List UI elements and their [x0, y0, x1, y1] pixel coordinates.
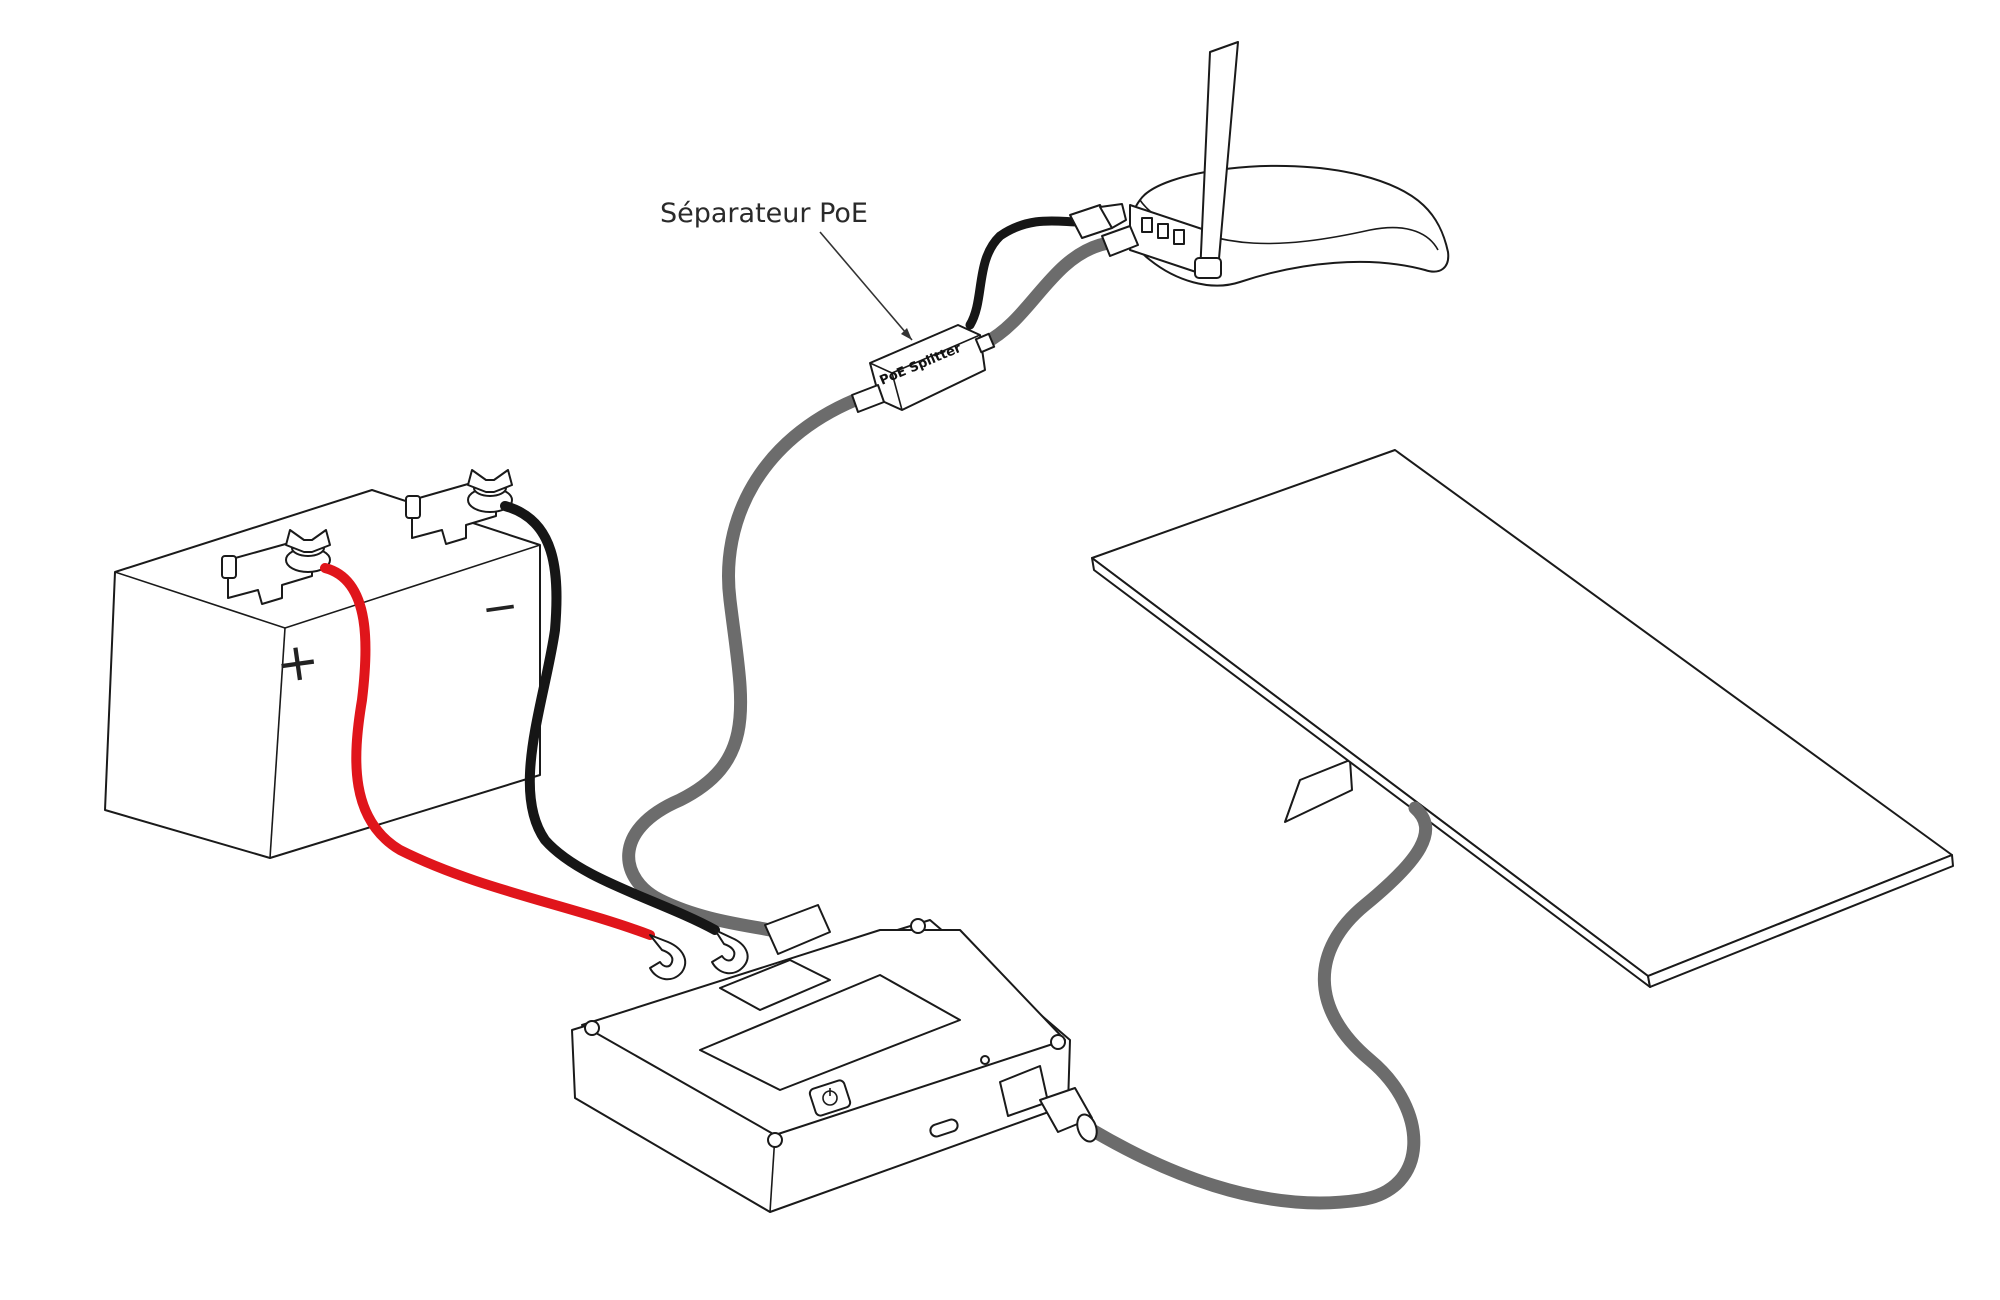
dc-power-cable-splitter-to-router [965, 216, 1083, 330]
cables [320, 216, 1432, 1210]
battery-terminal-negative [405, 469, 513, 545]
power-button[interactable] [808, 1079, 852, 1117]
usb-port[interactable] [929, 1118, 959, 1138]
battery-negative-cable [500, 501, 720, 935]
positive-mark: + [272, 630, 324, 695]
battery-terminal-positive [221, 529, 331, 605]
callout-leader-line [819, 231, 913, 341]
ethernet-plug [851, 384, 885, 413]
ring-terminal-positive [649, 934, 687, 981]
negative-mark: − [478, 580, 522, 636]
power-controller-box [571, 904, 1098, 1213]
panel-face [1091, 449, 1953, 977]
screw-icon [910, 918, 926, 934]
wing-nut [285, 529, 331, 553]
ring-terminal-negative [711, 929, 749, 975]
ethernet-plug [764, 904, 831, 955]
poe-splitter-callout-label: Séparateur PoE [660, 198, 868, 229]
wifi-router [1069, 41, 1450, 287]
ethernet-plug [1101, 225, 1139, 257]
battery-body [104, 489, 541, 859]
battery: + − [104, 469, 541, 859]
screw-icon [767, 1132, 783, 1148]
solar-panel [1091, 449, 1954, 988]
controller-display [699, 974, 961, 1091]
poe-splitter: PoE Splitter [851, 324, 996, 413]
screw-icon [584, 1020, 600, 1036]
ethernet-cable-splitter-to-router [978, 235, 1119, 350]
panel-stand [1284, 759, 1353, 823]
poe-splitter-callout: Séparateur PoE [660, 198, 913, 341]
ethernet-cable-splitter-to-controller [622, 393, 862, 937]
status-led-icon [980, 1055, 990, 1065]
ethernet-cable-controller-to-panel [1085, 801, 1432, 1210]
screw-icon [1050, 1034, 1066, 1050]
battery-positive-cable [320, 563, 655, 940]
wing-nut [467, 469, 513, 493]
